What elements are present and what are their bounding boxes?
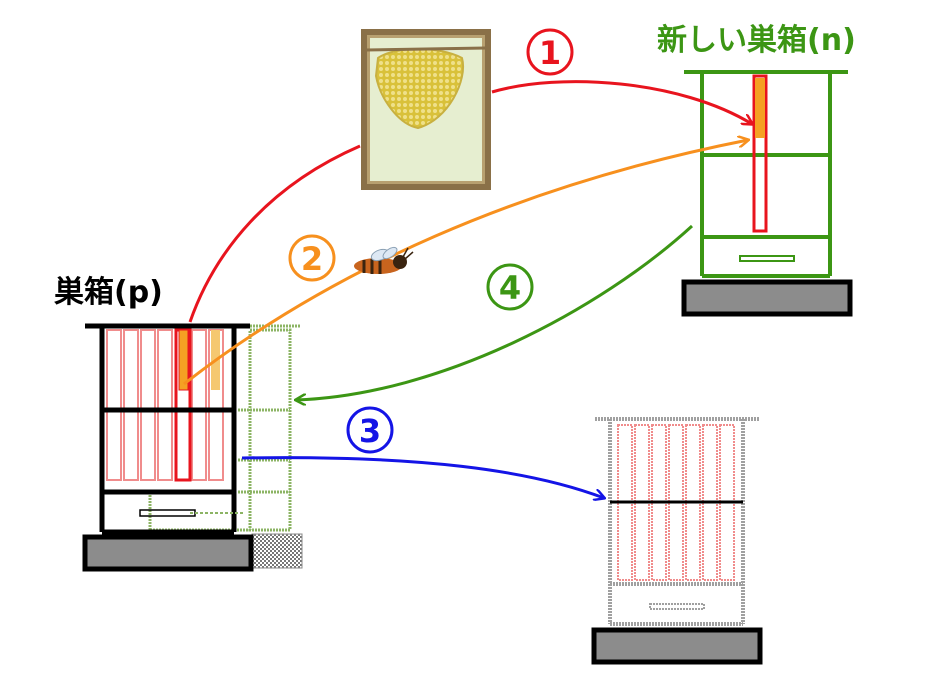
old-hive: [82, 323, 254, 572]
arrow-1-curve-b: [491, 80, 752, 124]
honeycomb-frame-photo: [361, 29, 491, 190]
new-hive-entrance: [739, 255, 795, 262]
arrow-1-curve-a: [188, 144, 361, 323]
new-hive: [681, 70, 853, 317]
old-hive-frames: [106, 329, 224, 481]
old-hive-comb-piece: [178, 329, 189, 391]
new-hive-title: 新しい巣箱(n): [657, 23, 856, 58]
svg-text:3: 3: [359, 412, 381, 450]
step-2-badge: 2: [288, 234, 336, 282]
new-hive-base: [681, 279, 853, 317]
step-3-badge: 3: [346, 406, 394, 454]
new-hive-comb: [755, 78, 765, 138]
arrow-2-curve: [183, 140, 748, 386]
step-1-badge: 1: [526, 28, 574, 76]
new-hive-frame: [752, 74, 768, 233]
ghost-hive-base: [251, 533, 303, 569]
moved-hive-base: [591, 627, 763, 665]
step-4-badge: 4: [486, 263, 534, 311]
bee-icon: [354, 246, 414, 274]
moved-hive-entrance: [649, 603, 705, 610]
svg-text:2: 2: [301, 240, 323, 278]
moved-hive-box: [595, 417, 760, 626]
svg-text:4: 4: [499, 269, 521, 307]
old-hive-base: [82, 534, 254, 572]
svg-text:1: 1: [539, 34, 561, 72]
moved-hive: [591, 417, 763, 665]
old-hive-entrance: [139, 509, 196, 517]
arrow-3-curve: [241, 456, 604, 498]
arrow-4-curve: [296, 224, 694, 400]
old-hive-title: 巣箱(p): [54, 275, 163, 310]
old-hive-box: [85, 323, 250, 535]
